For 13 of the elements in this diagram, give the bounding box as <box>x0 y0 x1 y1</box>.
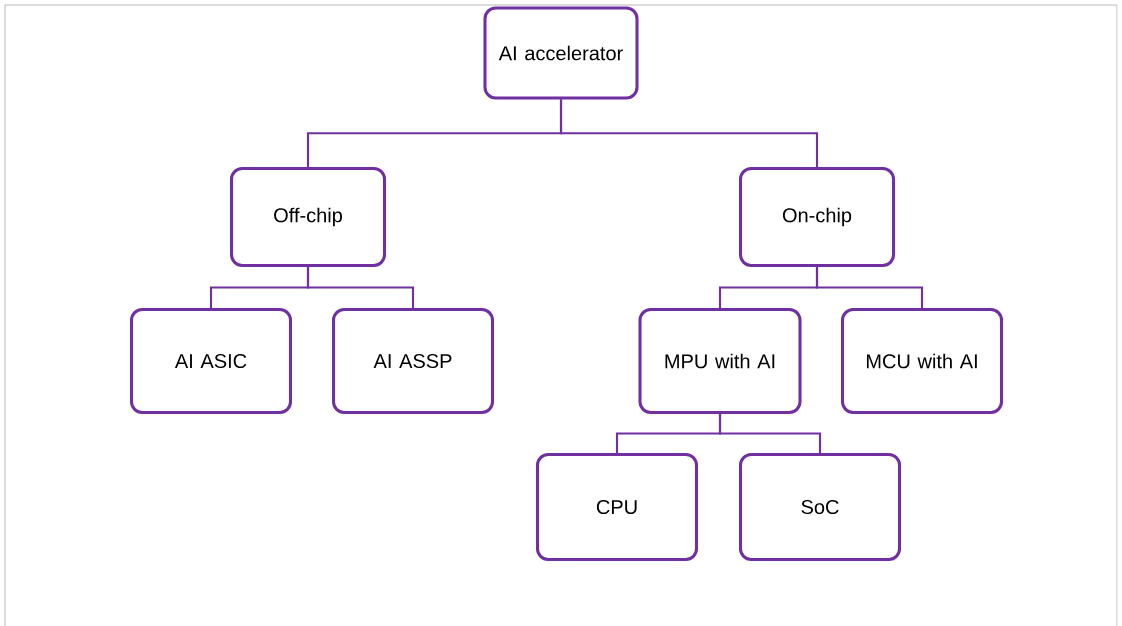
box: AI ASIC <box>129 307 293 415</box>
box: On-chip <box>738 166 896 268</box>
connector <box>559 99 819 167</box>
box: AI ASSP <box>331 307 495 415</box>
box: SoC <box>738 452 902 562</box>
box: CPU <box>535 452 699 562</box>
box: Off-chip <box>229 166 387 268</box>
connector <box>306 267 415 308</box>
connector <box>815 267 924 308</box>
box: AI accelerator <box>483 6 639 100</box>
box: MPU with AI <box>638 307 802 415</box>
connector <box>718 414 822 453</box>
box: MCU with AI <box>840 307 1004 415</box>
